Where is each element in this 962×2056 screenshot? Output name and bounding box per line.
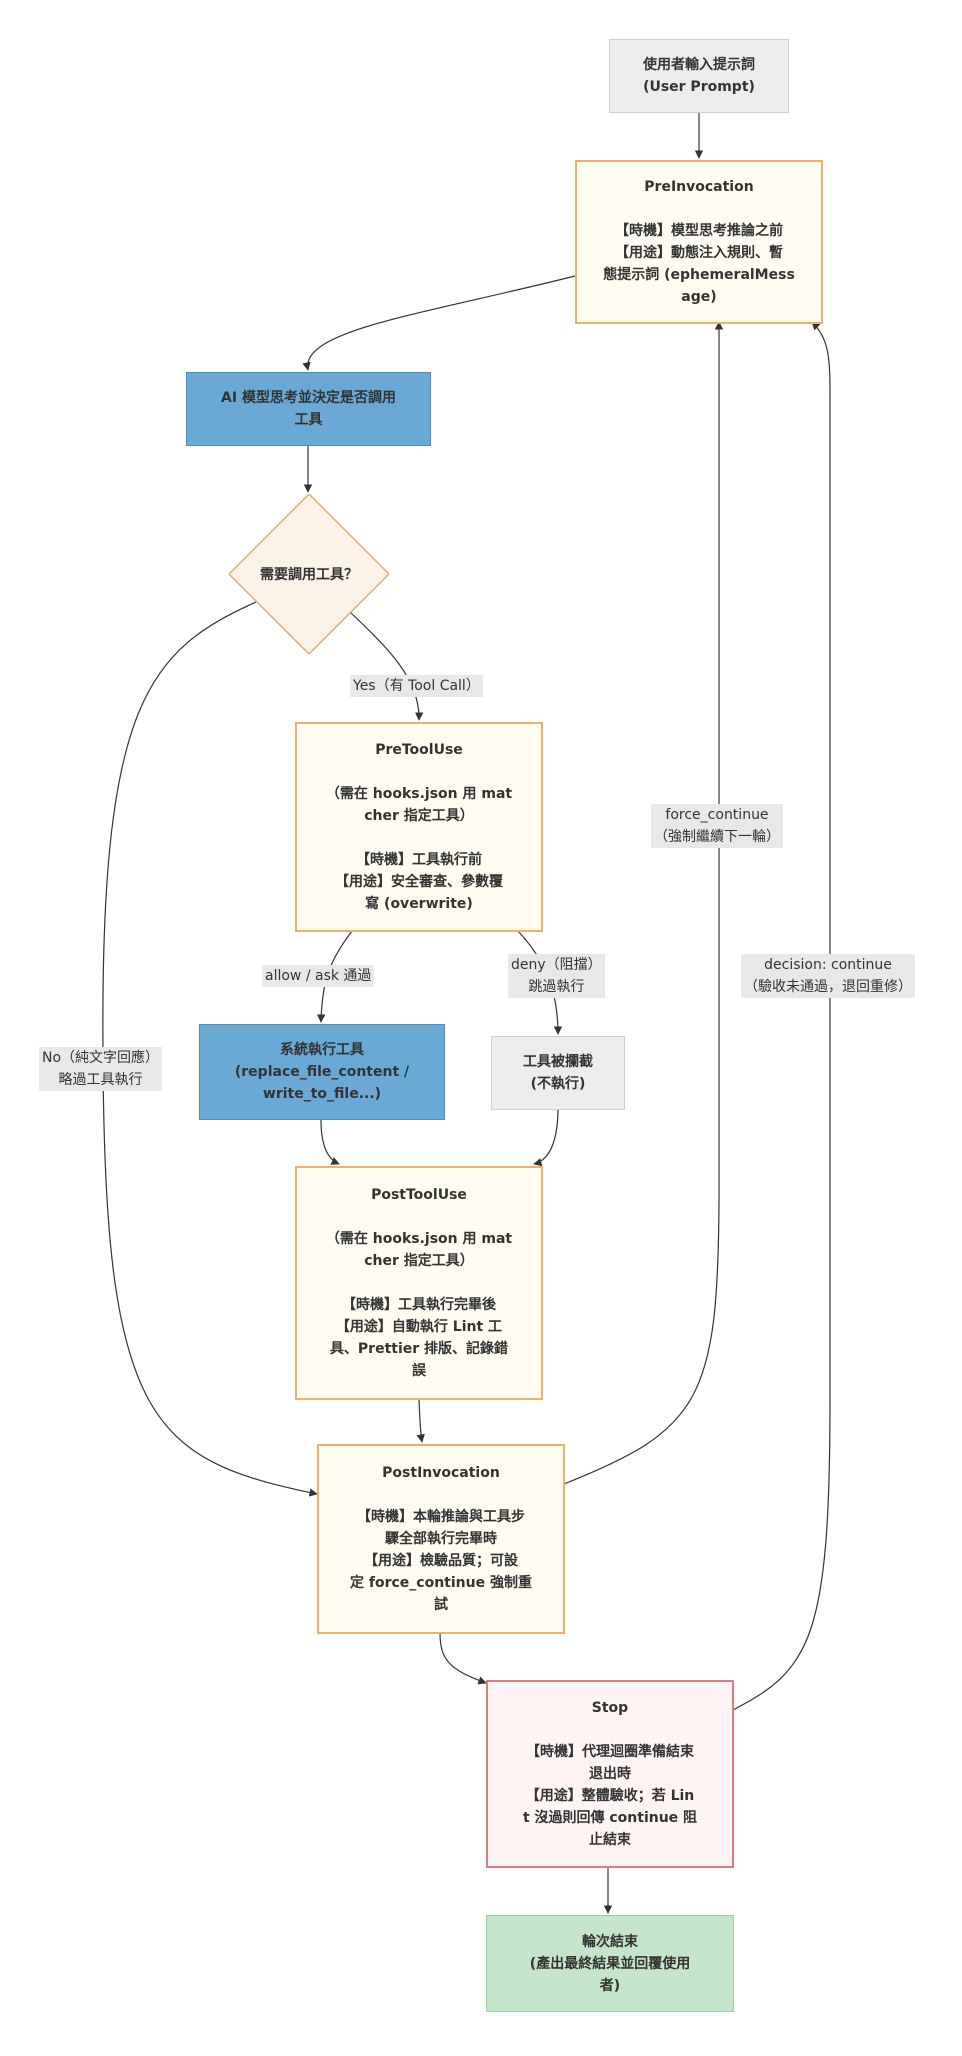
edge-exec-to-posttooluse xyxy=(320,1119,340,1165)
end-text: 輪次結束 (產出最終結果並回覆使用 者) xyxy=(529,1933,691,1994)
pre-invocation-node: PreInvocation 【時機】模型思考推論之前 【用途】動態注入規則、暫 … xyxy=(575,160,823,324)
system-exec-text: 系統執行工具 (replace_file_content / write_to_… xyxy=(234,1042,410,1102)
edge-blocked-to-posttooluse xyxy=(533,1107,559,1167)
edge-preinvocation-to-model xyxy=(302,275,576,371)
edge-posttooluse-to-postinvocation xyxy=(416,1399,425,1443)
decision-text: 需要調用工具？ xyxy=(260,567,358,583)
post-tool-use-text: PostToolUse （需在 hooks.json 用 mat cher 指定… xyxy=(325,1187,513,1379)
edge-postinvocation-to-stop xyxy=(439,1632,487,1685)
stop-node: Stop 【時機】代理迴圈準備結束 退出時 【用途】整體驗收；若 Lin t 沒… xyxy=(486,1680,734,1868)
system-exec-node: 系統執行工具 (replace_file_content / write_to_… xyxy=(199,1024,445,1120)
post-invocation-node: PostInvocation 【時機】本輪推論與工具步 驟全部執行完畢時 【用途… xyxy=(317,1444,565,1634)
model-think-node: AI 模型思考並決定是否調用 工具 xyxy=(186,372,431,446)
user-prompt-node: 使用者輸入提示詞 (User Prompt) xyxy=(609,39,789,113)
stop-text: Stop 【時機】代理迴圈準備結束 退出時 【用途】整體驗收；若 Lin t 沒… xyxy=(522,1700,698,1848)
edge-postinvocation-force-continue xyxy=(563,321,724,1485)
edge-label-force-continue: force_continue （強制繼續下一輪） xyxy=(651,804,783,848)
post-invocation-text: PostInvocation 【時機】本輪推論與工具步 驟全部執行完畢時 【用途… xyxy=(350,1465,532,1613)
edge-decision-yes-to-pretooluse xyxy=(349,611,424,721)
pre-tool-use-text: PreToolUse （需在 hooks.json 用 mat cher 指定工… xyxy=(325,742,513,912)
decision-node: 需要調用工具？ xyxy=(229,494,389,654)
edge-label-no: No（純文字回應） 略過工具執行 xyxy=(39,1047,163,1091)
edge-label-deny: deny（阻擋） 跳過執行 xyxy=(508,954,605,998)
edge-label-yes: Yes（有 Tool Call） xyxy=(350,675,483,697)
user-prompt-text: 使用者輸入提示詞 (User Prompt) xyxy=(643,57,755,95)
pre-invocation-text: PreInvocation 【時機】模型思考推論之前 【用途】動態注入規則、暫 … xyxy=(603,179,795,305)
edge-label-allow: allow / ask 通過 xyxy=(262,965,375,987)
post-tool-use-node: PostToolUse （需在 hooks.json 用 mat cher 指定… xyxy=(295,1166,543,1400)
edge-stop-decision-continue xyxy=(732,321,831,1711)
pre-tool-use-node: PreToolUse （需在 hooks.json 用 mat cher 指定工… xyxy=(295,722,543,932)
tool-blocked-text: 工具被攔截 (不執行) xyxy=(523,1054,593,1092)
end-node: 輪次結束 (產出最終結果並回覆使用 者) xyxy=(486,1915,734,2012)
edge-label-decision-continue: decision: continue （驗收未通過，退回重修） xyxy=(741,954,915,998)
model-think-text: AI 模型思考並決定是否調用 工具 xyxy=(221,390,396,428)
tool-blocked-node: 工具被攔截 (不執行) xyxy=(491,1036,625,1110)
